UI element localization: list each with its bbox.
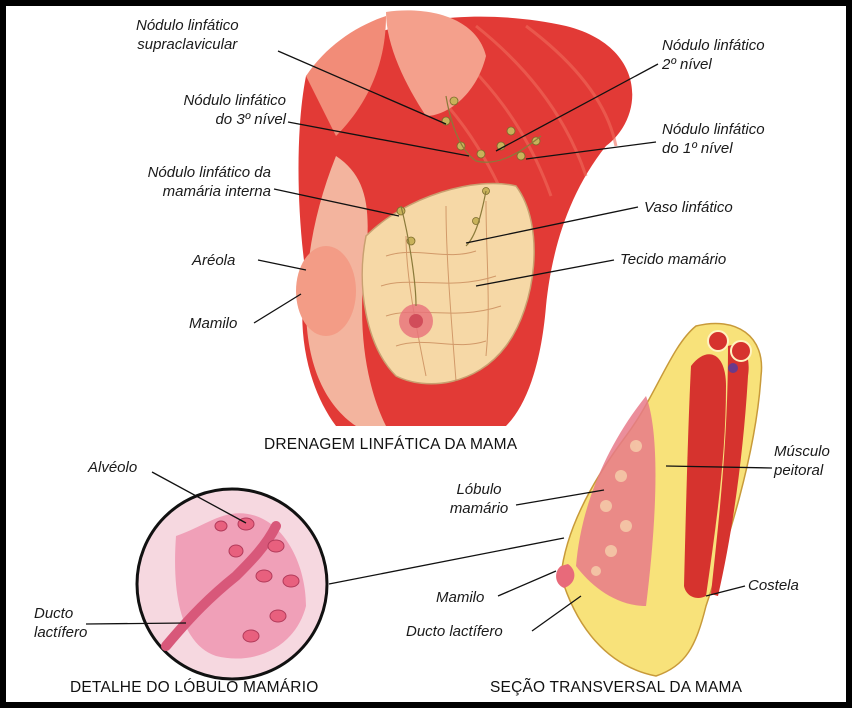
label-supraclavicular: Nódulo linfático supraclavicular	[136, 16, 239, 54]
label-musculo-line2: peitoral	[774, 461, 830, 480]
label-lobulo-line1: Lóbulo	[444, 480, 514, 499]
caption-secao: SEÇÃO TRANSVERSAL DA MAMA	[490, 679, 742, 697]
anatomy-illustration	[6, 6, 846, 702]
label-nivel1-line1: Nódulo linfático	[662, 120, 765, 139]
label-mamilo-section: Mamilo	[436, 588, 484, 607]
label-nivel1-line2: do 1º nível	[662, 139, 765, 158]
label-nivel1: Nódulo linfático do 1º nível	[662, 120, 765, 158]
label-mamilo-torso: Mamilo	[189, 314, 237, 333]
label-nivel3: Nódulo linfático do 3º nível	[146, 91, 286, 129]
label-nivel2-line1: Nódulo linfático	[662, 36, 765, 55]
caption-detalhe: DETALHE DO LÓBULO MAMÁRIO	[70, 679, 318, 697]
label-ducto-line2: lactífero	[34, 623, 87, 642]
label-mamaria-line1: Nódulo linfático da	[101, 163, 271, 182]
label-lobulo-mamario: Lóbulo mamário	[444, 480, 514, 518]
label-mamaria-line2: mamária interna	[101, 182, 271, 201]
label-nivel3-line2: do 3º nível	[146, 110, 286, 129]
label-musculo-peitoral: Músculo peitoral	[774, 442, 830, 480]
label-areola: Aréola	[192, 251, 235, 270]
label-ducto-line1: Ducto	[34, 604, 87, 623]
label-ducto-lactifero-section: Ducto lactífero	[406, 622, 503, 641]
label-vaso-linfatico: Vaso linfático	[644, 198, 733, 217]
lobule-detail-illustration	[137, 489, 327, 679]
label-nivel3-line1: Nódulo linfático	[146, 91, 286, 110]
label-musculo-line1: Músculo	[774, 442, 830, 461]
diagram-frame: Nódulo linfático supraclavicular Nódulo …	[6, 6, 846, 702]
caption-drenagem: DRENAGEM LINFÁTICA DA MAMA	[264, 436, 517, 454]
label-alveolo: Alvéolo	[88, 458, 137, 477]
cross-section-illustration	[556, 323, 761, 676]
label-nivel2-line2: 2º nível	[662, 55, 765, 74]
label-supraclavicular-line2: supraclavicular	[136, 35, 239, 54]
label-tecido-mamario: Tecido mamário	[620, 250, 726, 269]
label-nivel2: Nódulo linfático 2º nível	[662, 36, 765, 74]
label-lobulo-line2: mamário	[444, 499, 514, 518]
label-supraclavicular-line1: Nódulo linfático	[136, 16, 239, 35]
label-costela: Costela	[748, 576, 799, 595]
label-mamaria-interna: Nódulo linfático da mamária interna	[101, 163, 271, 201]
label-ducto-lactifero-detail: Ducto lactífero	[34, 604, 87, 642]
